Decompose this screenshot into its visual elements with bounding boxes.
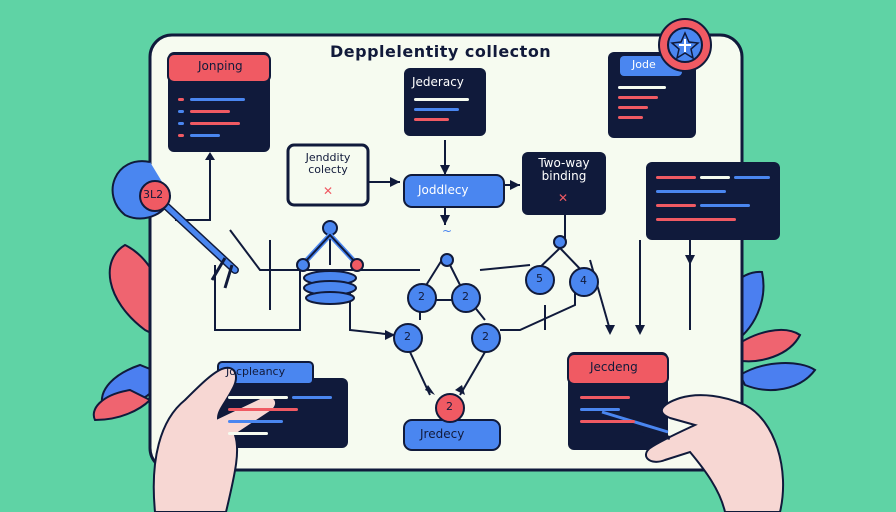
graph-nodes [139,180,599,423]
x-mark-icon: ✕ [323,184,334,198]
card-mid-center-label[interactable]: Joddlecy [418,183,469,197]
node-label: 2 [482,330,489,343]
arrowheads [205,152,695,395]
card-bottom-center-label[interactable]: Jredecy [420,427,465,441]
card-bottom-right-label[interactable]: Jecdeng [590,360,638,374]
node-label: 2 [404,330,411,343]
card-right-code [646,162,780,240]
card-mid-left-body [286,143,370,207]
node-label: 2 [446,400,453,413]
card-top-left-label[interactable]: Jonping [198,59,243,73]
key-badge-label: 3L2 [143,188,164,201]
node-label: 5 [536,272,543,285]
x-mark-icon: ✕ [558,191,569,205]
star-badge-icon[interactable] [658,18,712,72]
card-bottom-left-body [218,378,348,448]
card-mid-right-body [522,152,606,215]
card-top-right-label[interactable]: Jode [632,58,656,71]
card-mid-left-label[interactable]: Jenddity colecty [305,151,351,176]
node-label: 2 [418,290,425,303]
clamp-icon [296,220,364,305]
node-label: 4 [580,274,587,287]
tilde-mark: ~ [442,224,453,238]
card-mid-center-body [403,174,505,208]
node-label: 2 [462,290,469,303]
card-top-center-label[interactable]: Jederacy [412,75,464,89]
diagram-title: Depplelentity collecton [330,42,552,61]
card-mid-right-label[interactable]: Two-way binding [538,156,590,183]
card-bottom-left-label[interactable]: Jocpleancy [226,365,286,378]
